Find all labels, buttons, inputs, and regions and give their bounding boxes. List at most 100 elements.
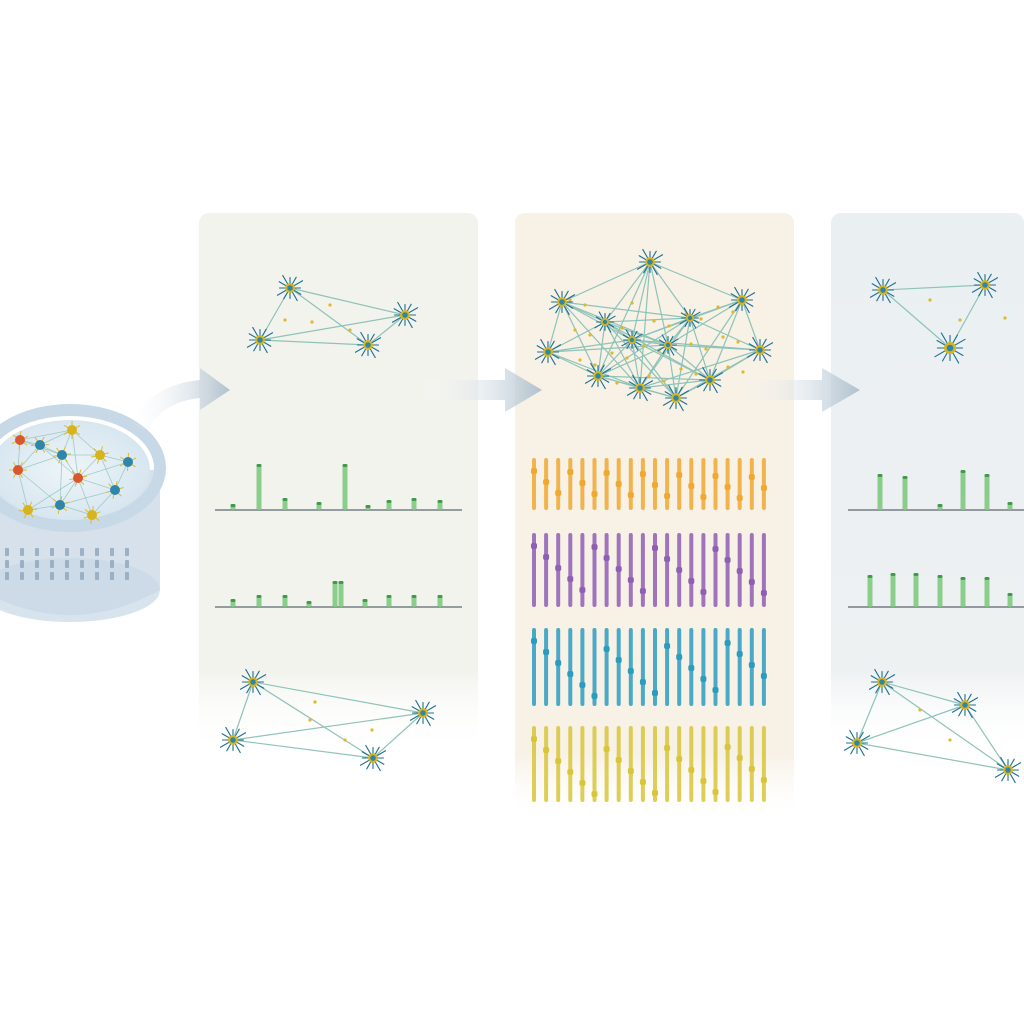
column-marker — [652, 482, 658, 488]
column-marker — [712, 546, 719, 552]
network-right-bottom — [843, 668, 1022, 784]
activity-column — [568, 628, 573, 706]
spike-dot — [1003, 316, 1007, 320]
bar-cap — [937, 504, 943, 507]
activity-column — [749, 533, 754, 607]
panel-middle — [515, 213, 794, 813]
dish-wall-slot — [35, 572, 39, 580]
dish-edge — [27, 477, 79, 511]
dish-edge — [59, 477, 79, 506]
synapse-edge — [631, 261, 651, 341]
activity-column — [749, 726, 754, 802]
neuron-node-icon — [626, 374, 654, 402]
spike-dot — [610, 351, 614, 355]
spike-dot — [667, 324, 671, 328]
dish-wall-slot — [80, 548, 84, 556]
synapse-edge — [675, 299, 743, 399]
spike-dot — [573, 328, 577, 332]
column-marker — [652, 545, 658, 551]
bar-cap — [316, 502, 322, 505]
bar-cap — [913, 573, 919, 576]
activity-column — [665, 628, 670, 706]
activity-column — [532, 458, 536, 510]
activity-bar — [984, 577, 990, 607]
column-marker — [688, 483, 695, 489]
column-marker — [615, 657, 622, 663]
activity-column — [604, 533, 609, 607]
activity-column — [544, 533, 549, 607]
spike-dot — [578, 358, 582, 362]
activity-bar — [282, 498, 288, 510]
column-marker — [639, 779, 646, 785]
activity-column — [628, 628, 633, 706]
activity-column — [556, 458, 561, 510]
synapse-edge — [631, 339, 641, 389]
dish-edge — [99, 454, 116, 491]
neuron-node-icon — [662, 384, 690, 412]
activity-column — [604, 726, 609, 802]
dish-neuron — [13, 465, 23, 475]
dish-neuron — [35, 440, 45, 450]
activity-column — [737, 726, 742, 802]
activity-column — [761, 533, 766, 607]
neuron-node-icon — [951, 691, 979, 719]
spike-dot — [918, 708, 922, 712]
spike-dot — [593, 363, 597, 367]
dish-edge — [17, 469, 61, 506]
synapse-edge — [631, 339, 669, 346]
activity-column — [713, 458, 718, 510]
column-marker — [760, 590, 767, 596]
spike-dot — [699, 317, 703, 321]
dish-edge — [71, 429, 79, 479]
activity-bar — [984, 474, 990, 510]
dish-edge — [59, 489, 116, 506]
activity-column — [725, 726, 730, 802]
activity-column — [677, 726, 682, 802]
bar-cap — [256, 464, 262, 467]
bar-cap — [365, 505, 371, 508]
synapse-edge — [649, 261, 669, 346]
column-marker — [627, 768, 634, 774]
dish-wall-slot — [125, 560, 129, 568]
activity-column — [689, 533, 694, 607]
activity-bar — [411, 498, 417, 510]
dish-wall-slot — [50, 572, 54, 580]
neuron-node-icon — [354, 331, 382, 359]
activity-bar — [913, 573, 919, 607]
synapse-edge — [604, 321, 669, 346]
column-marker — [760, 673, 767, 679]
activity-column — [677, 628, 682, 706]
dish-wall-slot — [5, 572, 9, 580]
synapse-edge — [856, 681, 883, 744]
column-marker — [555, 490, 562, 496]
dish-wall-slot — [110, 572, 114, 580]
dish-wall-slot — [110, 560, 114, 568]
column-marker — [724, 744, 731, 750]
activity-bar — [960, 577, 966, 607]
synapse-edge — [367, 314, 406, 346]
synapse-edge — [649, 261, 691, 319]
column-marker — [579, 480, 586, 486]
spike-dot — [583, 303, 587, 307]
dish-neuron — [23, 505, 33, 515]
synapse-edge — [561, 301, 633, 341]
network-left-top — [246, 274, 419, 359]
spike-dot — [928, 298, 932, 302]
activity-column — [689, 726, 694, 802]
synapse-edge — [232, 681, 254, 741]
column-marker — [543, 649, 550, 655]
dish-wall-slot — [5, 560, 9, 568]
neuron-node-icon — [696, 366, 724, 394]
network-middle-dense — [534, 248, 774, 412]
activity-column — [628, 726, 633, 802]
spike-dot — [689, 342, 693, 346]
spike-dot — [568, 298, 572, 302]
column-marker — [652, 790, 658, 796]
strip-right-1 — [848, 470, 1024, 511]
column-marker — [664, 643, 671, 649]
dish-edge — [77, 454, 101, 479]
flow-arrow-icon — [128, 368, 230, 430]
bar-cap — [437, 595, 443, 598]
spike-dot — [694, 372, 698, 376]
